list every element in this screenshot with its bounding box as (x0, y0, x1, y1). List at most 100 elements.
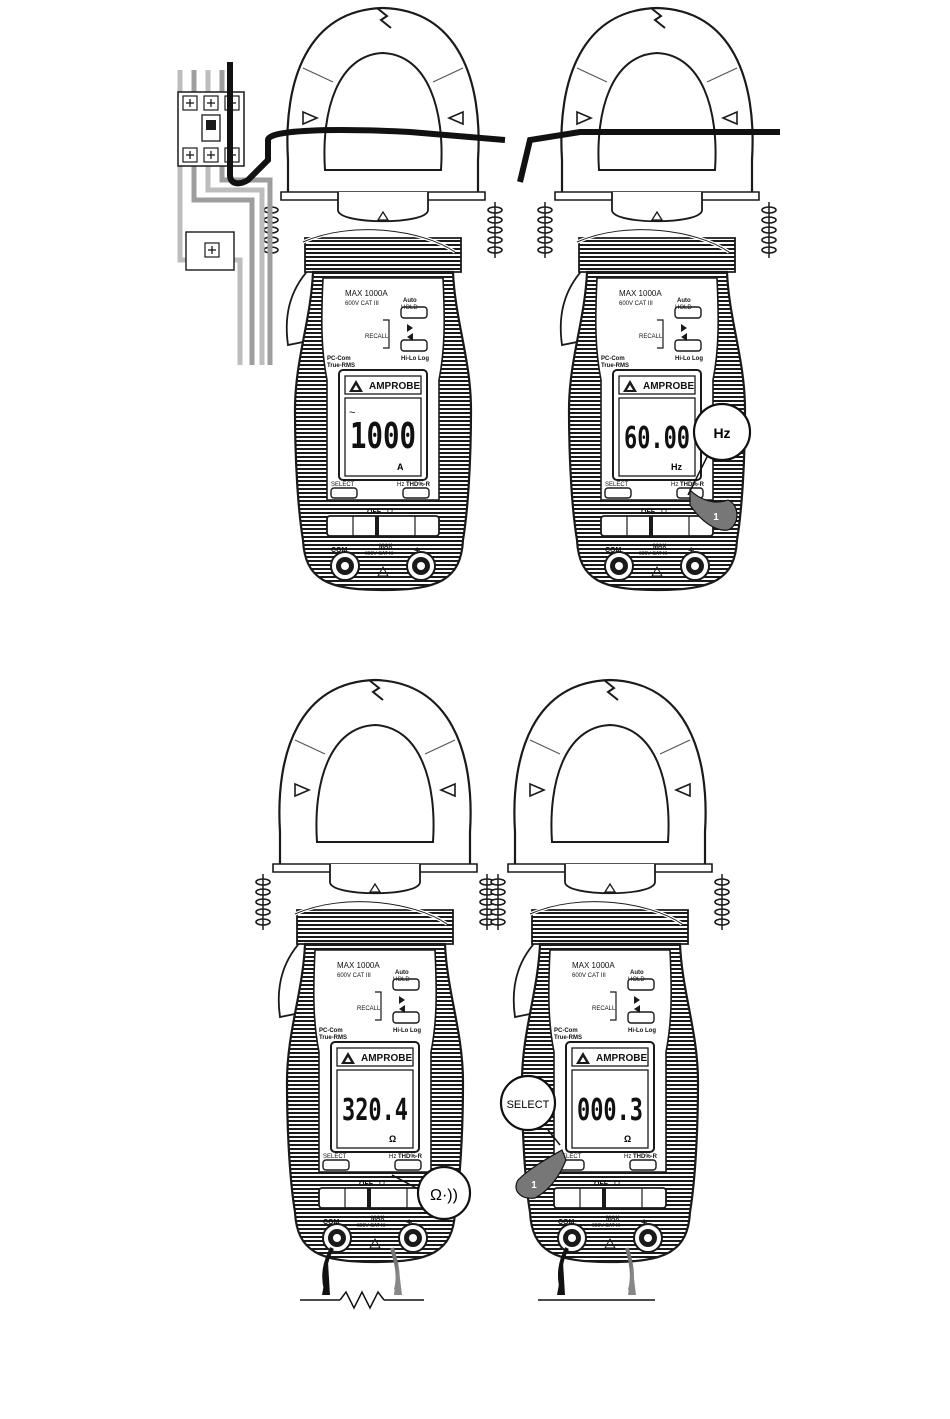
omega-callout-label: Ω·)) (430, 1187, 458, 1204)
hilo-label: Hi-Lo Log (401, 356, 429, 362)
port-cat-label: 600V CAT III (592, 1223, 620, 1229)
truerms-label: True-RMS (327, 363, 355, 369)
resistor-circuit (300, 1247, 424, 1310)
plus-label: + (641, 1217, 647, 1229)
omega-label: Ω (379, 1179, 385, 1188)
omega-label: Ω (661, 507, 667, 516)
thd-label: THD%-R (398, 1154, 423, 1160)
step-number-label: 1 (713, 512, 719, 523)
com-label: COM (558, 1219, 575, 1226)
truerms-label: True-RMS (319, 1035, 347, 1041)
display-value: 1000 (350, 416, 416, 457)
pccom-label: PC-Com (327, 356, 351, 362)
auto-label: Auto (395, 970, 409, 976)
select-callout-label: SELECT (507, 1099, 550, 1111)
max-label: MAX 1000A (337, 961, 380, 970)
port-max-label: MAX (653, 544, 666, 550)
brand: AMPROBE (361, 1053, 412, 1064)
off-label: OFF (594, 1181, 609, 1188)
off-label: OFF (359, 1181, 374, 1188)
auto-label: Auto (630, 970, 644, 976)
recall-label: RECALL (639, 334, 663, 340)
meter-body (262, 6, 504, 592)
omega-label: Ω (387, 507, 393, 516)
pccom-label: PC-Com (554, 1028, 578, 1034)
display-unit: Ω (389, 1134, 396, 1144)
pccom-label: PC-Com (319, 1028, 343, 1034)
hold-label: HOLD (628, 977, 645, 983)
truerms-label: True-RMS (554, 1035, 582, 1041)
com-label: COM (605, 547, 622, 554)
pccom-label: PC-Com (601, 356, 625, 362)
display-prefix: ~ (349, 407, 355, 419)
hz-callout-label: Hz (713, 425, 730, 441)
port-cat-label: 600V CAT III (365, 551, 393, 557)
thd-label: THD%-R (633, 1154, 658, 1160)
hz-label: Hz (389, 1154, 396, 1160)
plus-label: + (414, 545, 420, 557)
com-label: COM (331, 547, 348, 554)
recall-label: RECALL (592, 1006, 616, 1012)
auto-label: Auto (677, 298, 691, 304)
port-max-label: MAX (606, 1216, 619, 1222)
plus-label: + (688, 545, 694, 557)
hz-label: Hz (397, 482, 404, 488)
hz-label: Hz (624, 1154, 631, 1160)
brand: AMPROBE (643, 381, 694, 392)
max-label: MAX 1000A (572, 961, 615, 970)
cat-label: 600V CAT III (619, 301, 653, 307)
select-label: SELECT (558, 1154, 582, 1160)
cat-label: 600V CAT III (337, 973, 371, 979)
com-label: COM (323, 1219, 340, 1226)
select-label: SELECT (331, 482, 355, 488)
omega-callout: Ω·)) (391, 1165, 472, 1221)
finger-step-1-b: 1 (515, 1149, 567, 1199)
meter-body (536, 6, 778, 592)
shorted-probes (538, 1247, 655, 1301)
hold-label: HOLD (393, 977, 410, 983)
off-label: OFF (367, 509, 382, 516)
hz-label: Hz (671, 482, 678, 488)
select-callout: SELECT (499, 1074, 561, 1146)
port-max-label: MAX (379, 544, 392, 550)
brand: AMPROBE (369, 381, 420, 392)
display-unit: Hz (671, 462, 682, 472)
hz-callout: Hz (687, 402, 752, 496)
max-label: MAX 1000A (619, 289, 662, 298)
display-unit: Ω (624, 1134, 631, 1144)
truerms-label: True-RMS (601, 363, 629, 369)
hold-label: HOLD (401, 305, 418, 311)
omega-label: Ω (614, 1179, 620, 1188)
max-label: MAX 1000A (345, 289, 388, 298)
plus-label: + (406, 1217, 412, 1229)
cat-label: 600V CAT III (345, 301, 379, 307)
finger-step-1-a: 1 (689, 488, 738, 531)
recall-label: RECALL (365, 334, 389, 340)
hold-label: HOLD (675, 305, 692, 311)
select-label: SELECT (323, 1154, 347, 1160)
port-cat-label: 600V CAT III (357, 1223, 385, 1229)
auto-label: Auto (403, 298, 417, 304)
hilo-label: Hi-Lo Log (675, 356, 703, 362)
cable (517, 129, 780, 183)
display-value: 000.3 (577, 1093, 643, 1128)
display-value: 320.4 (342, 1093, 408, 1128)
select-label: SELECT (605, 482, 629, 488)
thd-label: THD%-R (406, 482, 431, 488)
port-cat-label: 600V CAT III (639, 551, 667, 557)
hilo-label: Hi-Lo Log (628, 1028, 656, 1034)
cat-label: 600V CAT III (572, 973, 606, 979)
display-unit: A (397, 462, 404, 472)
recall-label: RECALL (357, 1006, 381, 1012)
port-max-label: MAX (371, 1216, 384, 1222)
breaker-panel (177, 62, 506, 365)
off-label: OFF (641, 509, 656, 516)
display-value: 60.00 (624, 421, 690, 456)
